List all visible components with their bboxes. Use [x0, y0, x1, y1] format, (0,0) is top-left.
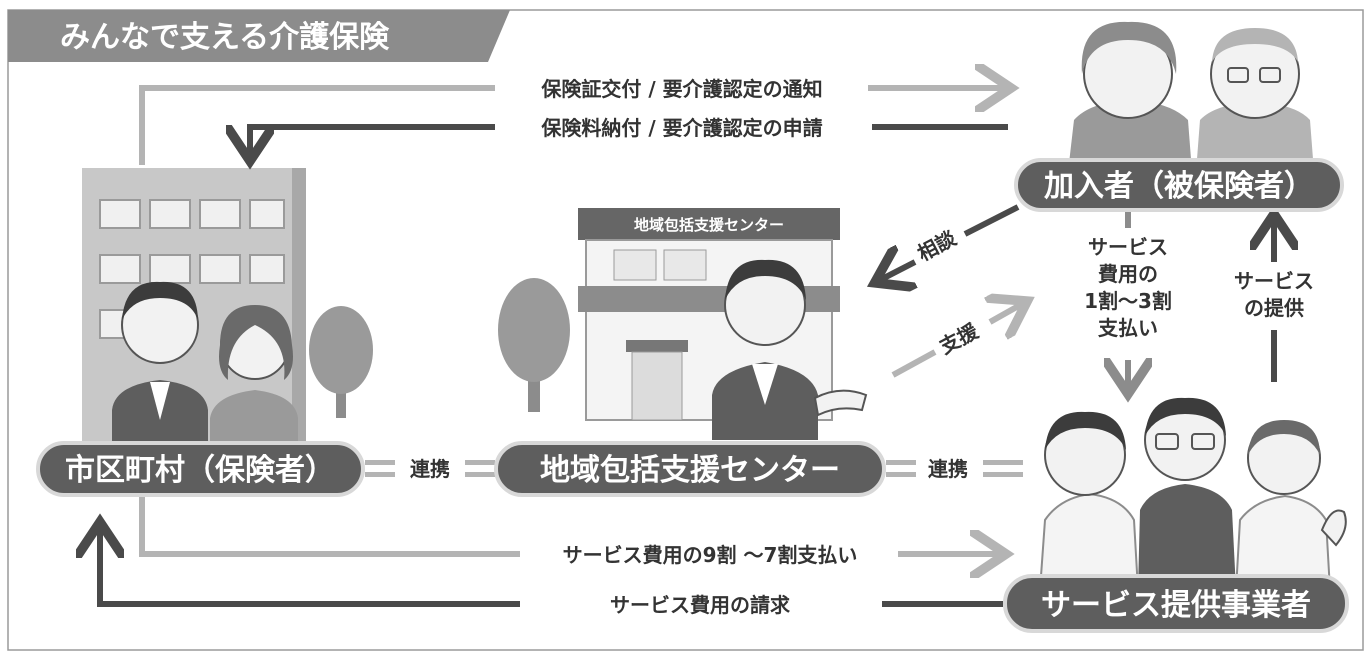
flow-premium-application: 保険料納付 / 要介護認定の申請 — [250, 116, 1008, 155]
flow-support: 支援 — [891, 304, 1022, 378]
link-right: 連携 — [886, 457, 1023, 481]
flow-issue-notice: 保険証交付 / 要介護認定の通知 — [139, 77, 1005, 165]
link-left: 連携 — [365, 457, 495, 481]
copay-label-2: 費用の — [1098, 262, 1158, 286]
service-label-1: サービス — [1234, 269, 1314, 293]
center-staff-icon — [712, 259, 868, 440]
link-label-left: 連携 — [410, 457, 450, 481]
node-provider: サービス提供事業者 — [1003, 574, 1349, 633]
flow-label-billing: サービス費用の請求 — [610, 593, 791, 617]
flow-service-provision: サービス の提供 — [1234, 220, 1314, 382]
node-municipality: 市区町村（保険者） — [36, 441, 365, 497]
flow-label-premium-application: 保険料納付 / 要介護認定の申請 — [540, 116, 822, 140]
node-label-center: 地域包括支援センター — [540, 453, 840, 488]
tree-icon — [498, 278, 570, 412]
diagram-frame — [7, 9, 1364, 651]
center-sign: 地域包括支援センター — [634, 216, 784, 234]
copay-label-4: 支払い — [1098, 316, 1158, 340]
node-label-provider: サービス提供事業者 — [1041, 588, 1311, 623]
flow-consult: 相談 — [880, 204, 1020, 280]
elderly-couple-icon — [1068, 21, 1314, 172]
diagram-title: みんなで支える介護保険 — [60, 20, 390, 55]
flow-label-payment-90-70: サービス費用の9割 〜7割支払い — [563, 543, 858, 567]
node-center: 地域包括支援センター — [494, 441, 886, 497]
link-label-right: 連携 — [928, 457, 968, 481]
flow-billing: サービス費用の請求 — [100, 528, 1003, 617]
node-insured: 加入者（被保険者） — [1014, 158, 1344, 212]
tree-icon — [309, 306, 373, 418]
flow-copay: サービス 費用の 1割〜3割 支払い — [1084, 205, 1172, 388]
node-label-insured: 加入者（被保険者） — [1044, 169, 1314, 204]
flow-label-support: 支援 — [935, 318, 982, 358]
node-label-municipality: 市区町村（保険者） — [65, 453, 335, 488]
flow-label-consult: 相談 — [913, 225, 960, 265]
title-banner: みんなで支える介護保険 — [8, 10, 510, 62]
flow-payment-90-70: サービス費用の9割 〜7割支払い — [139, 495, 1000, 567]
copay-label-3: 1割〜3割 — [1084, 289, 1172, 313]
flow-label-issue-notice: 保険証交付 / 要介護認定の通知 — [540, 77, 822, 101]
service-label-2: の提供 — [1244, 296, 1304, 320]
copay-label-1: サービス — [1088, 235, 1168, 259]
care-workers-icon — [1038, 397, 1347, 591]
